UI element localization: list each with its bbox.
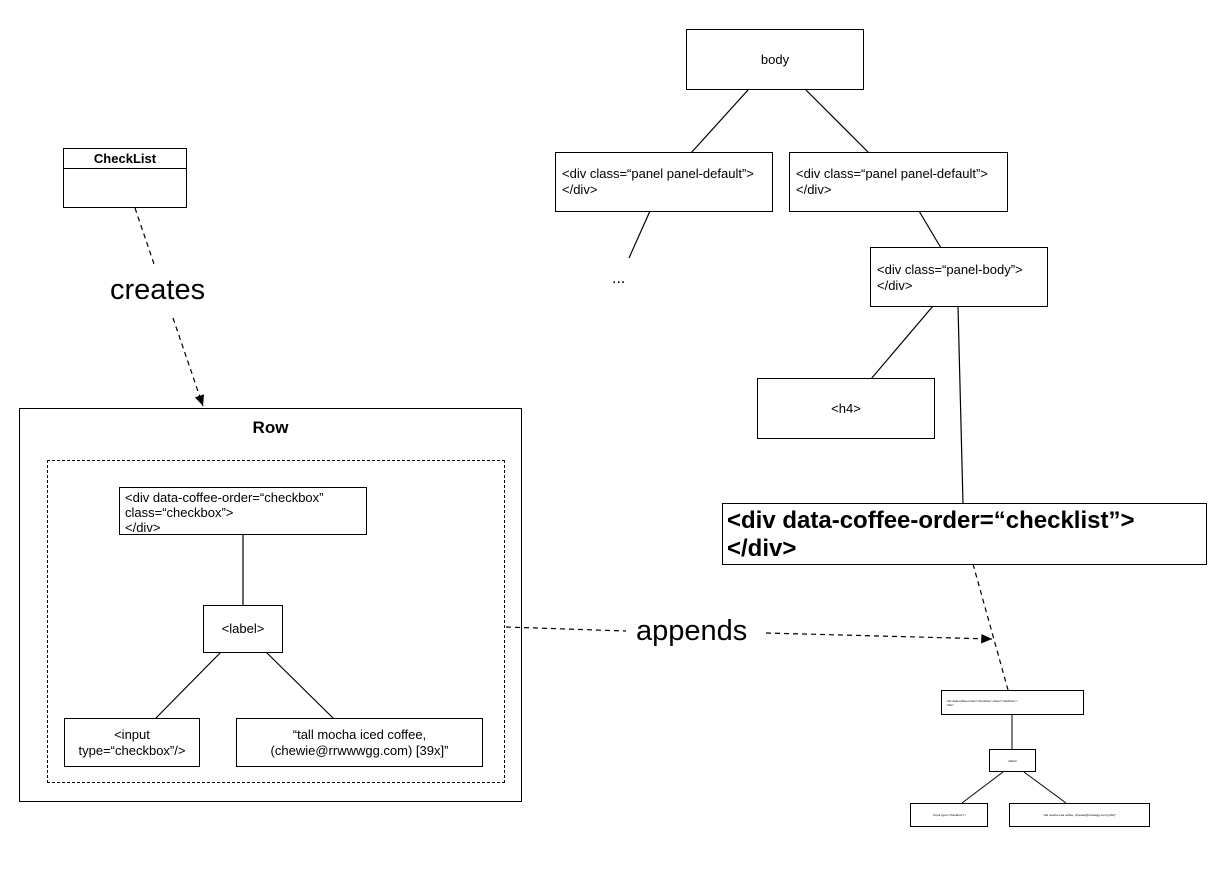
row-label: <label> <box>203 605 283 653</box>
appends-arrow <box>765 632 993 644</box>
row-container: Row <box>19 408 522 802</box>
row-text-node: “tall mocha iced coffee, (chewie@rrwwwgg… <box>236 718 483 767</box>
creates-label: creates <box>110 274 206 306</box>
row-div-checkbox: <div data-coffee-order=“checkbox” class=… <box>119 487 367 535</box>
row-dashed-group <box>47 460 505 783</box>
edge-label-to-input <box>154 651 222 720</box>
tree-checklist: <div data-coffee-order=“checklist”> </di… <box>722 503 1207 565</box>
checklist-class-name: CheckList <box>64 149 186 169</box>
appends-label: appends <box>636 615 748 647</box>
edge-label-to-text <box>265 651 335 720</box>
checklist-class-box: CheckList <box>63 148 187 208</box>
creates-line-top <box>134 207 155 265</box>
tree-ellipsis: ... <box>612 270 626 287</box>
edge-body-to-panel-left <box>690 89 749 154</box>
edge-panel-body-to-h4 <box>870 305 934 380</box>
edge-body-to-panel-right <box>805 89 870 154</box>
edge-checklist-to-mini <box>972 563 1009 691</box>
tree-panel-left: <div class=“panel panel-default”> </div> <box>555 152 773 212</box>
tree-panel-body: <div class=“panel-body”> </div> <box>870 247 1048 307</box>
mini-div-checkbox: <div data-coffee-order=“checkbox” class=… <box>941 690 1084 715</box>
edge-panel-right-to-panel-body <box>918 210 942 249</box>
row-input-checkbox: <input type=“checkbox”/> <box>64 718 200 767</box>
tree-panel-right: <div class=“panel panel-default”> </div> <box>789 152 1008 212</box>
edge-panel-left-to-ellipsis <box>628 210 651 259</box>
appends-line-left <box>505 626 627 632</box>
tree-h4: <h4> <box>757 378 935 439</box>
mini-edge-label-to-text <box>1023 771 1067 804</box>
tree-body: body <box>686 29 864 90</box>
mini-text-node: “tall mocha iced coffee, (chewie@rrwwwgg… <box>1009 803 1150 827</box>
mini-input-checkbox: <input type=“checkbox”/> <box>910 803 988 827</box>
row-title: Row <box>252 418 289 437</box>
mini-label: <label> <box>989 749 1036 772</box>
edge-panel-body-to-checklist <box>957 305 964 505</box>
mini-edge-label-to-input <box>961 771 1004 804</box>
creates-arrow <box>172 317 205 407</box>
